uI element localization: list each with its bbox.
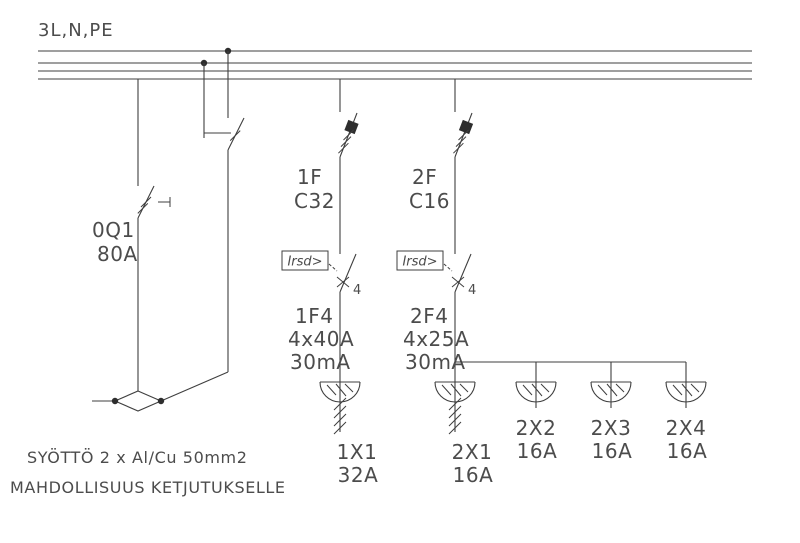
main-switch-rating: 80A [97,242,138,266]
phase-ticks [453,129,469,154]
feeder-2: 2F C16 Irsd> 4 2F4 4x25A 30mA 2X1 16A 2X… [396,79,708,487]
feeder1-breaker-curve: C32 [294,189,335,213]
feeder2-rcd-rating: 4x25A [403,327,469,351]
feeder-1: 1F C32 Irsd> 4 1F4 4x40A 30mA 1X1 32A [281,79,379,487]
outlet-2x3-rating: 16A [592,439,633,463]
feeder1-breaker-ref: 1F [297,165,322,189]
main-switch-ref: 0Q1 [92,218,135,242]
socket-outlet-symbol [590,381,632,409]
loop-conductor [160,51,245,402]
supply-note: SYÖTTÖ 2 x Al/Cu 50mm2 [27,448,248,467]
outlet-2x1-ref: 2X1 [452,440,493,464]
main-switch-branch: 0Q1 80A [92,79,171,391]
outlet-2x4-ref: 2X4 [666,416,707,440]
rcd-pole-mark [336,276,350,288]
socket-outlet-symbol [515,381,557,409]
pole-ticks [137,196,152,214]
terminal-diamond [113,390,163,412]
distribution-line [455,361,687,382]
fuse-element [458,119,474,135]
rcd-label-box [281,250,329,271]
feeder2-breaker-ref: 2F [412,165,437,189]
rcd-box-label: Irsd> [287,255,322,270]
outlet-2x2-ref: 2X2 [516,416,557,440]
socket-outlet-symbol [665,381,707,409]
rcd-link [328,263,338,272]
rcd-label-box [396,250,444,271]
feeder1-rcd-ref: 1F4 [295,304,333,328]
pole-tick [229,130,241,141]
supply-terminal [92,390,165,412]
rcd-pole-mark [451,276,465,288]
feeder2-rcd-ref: 2F4 [410,304,448,328]
terminal-dot [157,397,165,405]
outlet-2x3-ref: 2X3 [591,416,632,440]
rcd-link [443,263,453,272]
rcd-box-label: Irsd> [402,255,437,270]
main-conductor [137,79,155,391]
earth-marks [448,397,462,435]
outlet-2x2-rating: 16A [517,439,558,463]
loop-feed-branch [160,51,245,402]
chaining-note: MAHDOLLISUUS KETJUTUKSELLE [10,478,286,497]
rcd-pole-count: 4 [468,283,476,298]
bus-label: 3L,N,PE [38,20,114,41]
terminal-dot [111,397,119,405]
interlock-marker [158,197,171,207]
rcd-pole-count: 4 [353,283,361,298]
outlet-1x1-ref: 1X1 [337,440,378,464]
fuse-element [344,119,359,135]
outlet-2x4-rating: 16A [667,439,708,463]
earth-marks [333,397,347,435]
feeder1-rcd-residual: 30mA [290,350,351,374]
busbar-lines [38,50,752,80]
phase-ticks [338,129,354,154]
outlet-2x1-rating: 16A [453,463,494,487]
outlet-1x1-rating: 32A [338,463,379,487]
feeder2-breaker-curve: C16 [409,189,450,213]
feeder1-rcd-rating: 4x40A [288,327,354,351]
